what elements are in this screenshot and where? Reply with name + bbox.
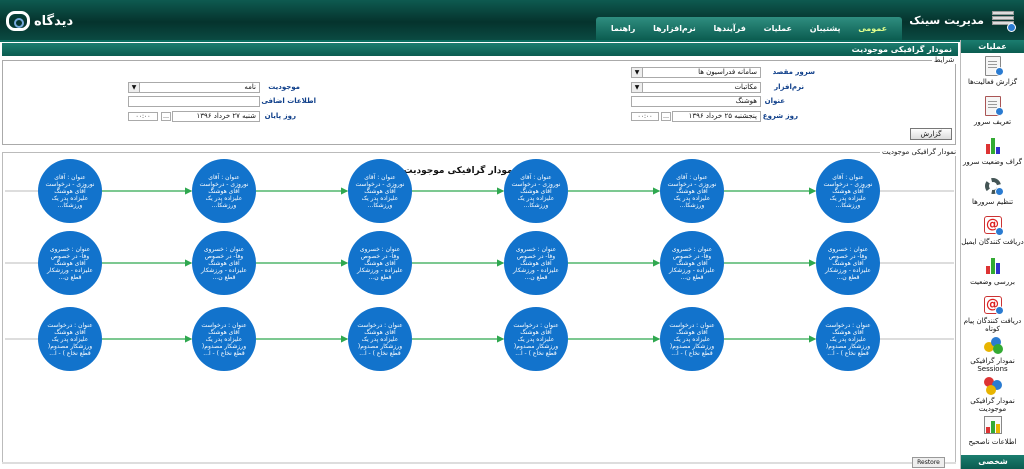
top-bar: دیدگاه عمومی پشتیبان عملیات فرآیندها نرم… bbox=[0, 0, 1024, 40]
header-divider bbox=[0, 40, 1024, 42]
sidebar-item-label: اطلاعات ناصحیح bbox=[968, 438, 1017, 446]
sidebar-item-label: گراف وضعیت سرور bbox=[962, 158, 1023, 166]
sidebar-item-server-status-graph[interactable]: گراف وضعیت سرور bbox=[961, 133, 1024, 173]
sidebar-title: عملیات bbox=[961, 40, 1024, 53]
server-stack-icon bbox=[992, 10, 1016, 32]
graph-legend: نمودار گرافیکی موجودیت bbox=[880, 148, 959, 156]
logo-text: دیدگاه bbox=[34, 13, 74, 29]
sidebar-item-invalid-data[interactable]: اطلاعات ناصحیح bbox=[961, 413, 1024, 453]
sidebar-item-entity-graph[interactable]: نمودار گرافیکی موجودیت bbox=[961, 373, 1024, 413]
bar-chart-icon bbox=[982, 256, 1004, 276]
horizontal-scrollbar[interactable] bbox=[2, 462, 956, 464]
software-select[interactable]: ▼مکاتبات bbox=[631, 82, 761, 93]
sidebar-item-label: تعریف سرور bbox=[973, 118, 1012, 126]
email-at-icon: @ bbox=[982, 216, 1004, 236]
graph-title: نمودار گرافیکی موجودیت bbox=[403, 166, 517, 176]
logo-mark-icon bbox=[6, 11, 30, 31]
title-label: عنوان bbox=[764, 97, 785, 105]
report-doc-icon bbox=[982, 56, 1004, 76]
sidebar-item-email-recipients[interactable]: @ دریافت کنندگان ایمیل bbox=[961, 213, 1024, 253]
bar-chart-icon bbox=[982, 136, 1004, 156]
graph-node[interactable]: عنوان : درخواست آقای هوشنگ علیزاده پدر ی… bbox=[38, 307, 102, 371]
sidebar-item-label: دریافت کنندگان پیام کوتاه bbox=[963, 317, 1022, 333]
graph-node[interactable]: عنوان : آقای نوروزی - درخواست آقای هوشنگ… bbox=[38, 159, 102, 223]
sidebar-item-server-settings[interactable]: تنظیم سرورها bbox=[961, 173, 1024, 213]
graph-node[interactable]: عنوان : خسروی وفا- در خصوص آقای هوشنگ عل… bbox=[38, 231, 102, 295]
extra-info-input[interactable] bbox=[128, 96, 260, 107]
graph-panel bbox=[2, 152, 956, 464]
menu-item-software[interactable]: نرم‌افزارها bbox=[653, 24, 696, 33]
menu-item-help[interactable]: راهنما bbox=[610, 24, 636, 33]
sidebar-item-define-server[interactable]: تعریف سرور bbox=[961, 93, 1024, 133]
sidebar-item-label: نمودار گرافیکی Sessions bbox=[970, 357, 1015, 373]
logo: دیدگاه bbox=[6, 10, 82, 32]
restore-button[interactable]: Restore bbox=[912, 457, 945, 468]
chevron-down-icon: ▼ bbox=[632, 68, 643, 77]
graph-node[interactable]: عنوان : خسروی وفا- در خصوص آقای هوشنگ عل… bbox=[660, 231, 724, 295]
filter-legend: شرایط bbox=[932, 56, 957, 64]
sidebar-item-sms-recipients[interactable]: @ دریافت کنندگان پیام کوتاه bbox=[961, 293, 1024, 333]
menu-item-processes[interactable]: فرآیندها bbox=[713, 24, 746, 33]
graph-node[interactable]: عنوان : آقای نوروزی - درخواست آقای هوشنگ… bbox=[192, 159, 256, 223]
sidebar-footer: شخصی bbox=[961, 455, 1024, 469]
end-day-input[interactable]: شنبه ۲۷ خرداد ۱۳۹۶ bbox=[172, 111, 260, 122]
graph-node[interactable]: عنوان : آقای نوروزی - درخواست آقای هوشنگ… bbox=[504, 159, 568, 223]
graph-node[interactable]: عنوان : درخواست آقای هوشنگ علیزاده پدر ی… bbox=[816, 307, 880, 371]
menu-item-support[interactable]: پشتیبان bbox=[809, 24, 841, 33]
gear-icon bbox=[982, 176, 1004, 196]
sidebar-item-label: دریافت کنندگان ایمیل bbox=[961, 238, 1024, 246]
invalid-data-icon bbox=[982, 416, 1004, 436]
graph-node[interactable]: عنوان : آقای نوروزی - درخواست آقای هوشنگ… bbox=[348, 159, 412, 223]
entity-graph-icon bbox=[982, 376, 1004, 395]
sessions-icon bbox=[982, 336, 1004, 355]
graph-node[interactable]: عنوان : خسروی وفا- در خصوص آقای هوشنگ عل… bbox=[192, 231, 256, 295]
start-day-label: روز شروع bbox=[762, 112, 798, 120]
sidebar: عملیات گزارش فعالیت‌ها تعریف سرور گراف و… bbox=[960, 40, 1024, 469]
main-menu: عمومی پشتیبان عملیات فرآیندها نرم‌افزاره… bbox=[596, 17, 902, 40]
title-input[interactable]: هوشنگ bbox=[631, 96, 761, 107]
sidebar-item-label: بررسی وضعیت bbox=[970, 278, 1015, 286]
report-button[interactable]: گزارش bbox=[910, 128, 952, 140]
software-label: نرم‌افزار bbox=[774, 83, 804, 91]
graph-node[interactable]: عنوان : درخواست آقای هوشنگ علیزاده پدر ی… bbox=[660, 307, 724, 371]
server-doc-icon bbox=[982, 96, 1004, 116]
graph-node[interactable]: عنوان : خسروی وفا- در خصوص آقای هوشنگ عل… bbox=[816, 231, 880, 295]
chevron-down-icon: ▼ bbox=[632, 83, 643, 92]
app-title: مدیریت سینک bbox=[909, 14, 984, 27]
filter-panel bbox=[2, 60, 956, 145]
chevron-down-icon: ▼ bbox=[129, 83, 140, 92]
graph-node[interactable]: عنوان : خسروی وفا- در خصوص آقای هوشنگ عل… bbox=[348, 231, 412, 295]
graph-node[interactable]: عنوان : درخواست آقای هوشنگ علیزاده پدر ی… bbox=[504, 307, 568, 371]
graph-node[interactable]: عنوان : درخواست آقای هوشنگ علیزاده پدر ی… bbox=[348, 307, 412, 371]
target-server-select[interactable]: ▼سامانه فدراسیون ها bbox=[631, 67, 761, 78]
menu-item-general[interactable]: عمومی bbox=[858, 24, 888, 33]
graph-node[interactable]: عنوان : آقای نوروزی - درخواست آقای هوشنگ… bbox=[660, 159, 724, 223]
graph-node[interactable]: عنوان : درخواست آقای هوشنگ علیزاده پدر ی… bbox=[192, 307, 256, 371]
extra-info-label: اطلاعات اضافی bbox=[261, 97, 316, 105]
end-day-label: روز پایان bbox=[264, 112, 296, 120]
graph-node[interactable]: عنوان : آقای نوروزی - درخواست آقای هوشنگ… bbox=[816, 159, 880, 223]
sidebar-item-label: نمودار گرافیکی موجودیت bbox=[970, 397, 1015, 413]
menu-item-operations[interactable]: عملیات bbox=[763, 24, 792, 33]
sidebar-item-activity-report[interactable]: گزارش فعالیت‌ها bbox=[961, 53, 1024, 93]
entity-label: موجودیت bbox=[268, 83, 300, 91]
target-server-label: سرور مقصد bbox=[772, 68, 815, 76]
sidebar-item-label: گزارش فعالیت‌ها bbox=[967, 78, 1018, 86]
start-date-picker-icon[interactable]: … bbox=[661, 112, 671, 121]
sms-at-icon: @ bbox=[982, 296, 1004, 315]
sidebar-item-status-check[interactable]: بررسی وضعیت bbox=[961, 253, 1024, 293]
sidebar-item-sessions-graph[interactable]: نمودار گرافیکی Sessions bbox=[961, 333, 1024, 373]
graph-node[interactable]: عنوان : خسروی وفا- در خصوص آقای هوشنگ عل… bbox=[504, 231, 568, 295]
start-day-input[interactable]: پنجشنبه ۲۵ خرداد ۱۳۹۶ bbox=[672, 111, 761, 122]
end-time-input[interactable]: ۰۰:۰۰ bbox=[128, 112, 158, 121]
entity-select[interactable]: ▼نامه bbox=[128, 82, 260, 93]
page-title: نمودار گرافیکی موجودیت bbox=[2, 43, 958, 56]
start-time-input[interactable]: ۰۰:۰۰ bbox=[631, 112, 659, 121]
sidebar-item-label: تنظیم سرورها bbox=[971, 198, 1014, 206]
end-date-picker-icon[interactable]: … bbox=[161, 112, 171, 121]
